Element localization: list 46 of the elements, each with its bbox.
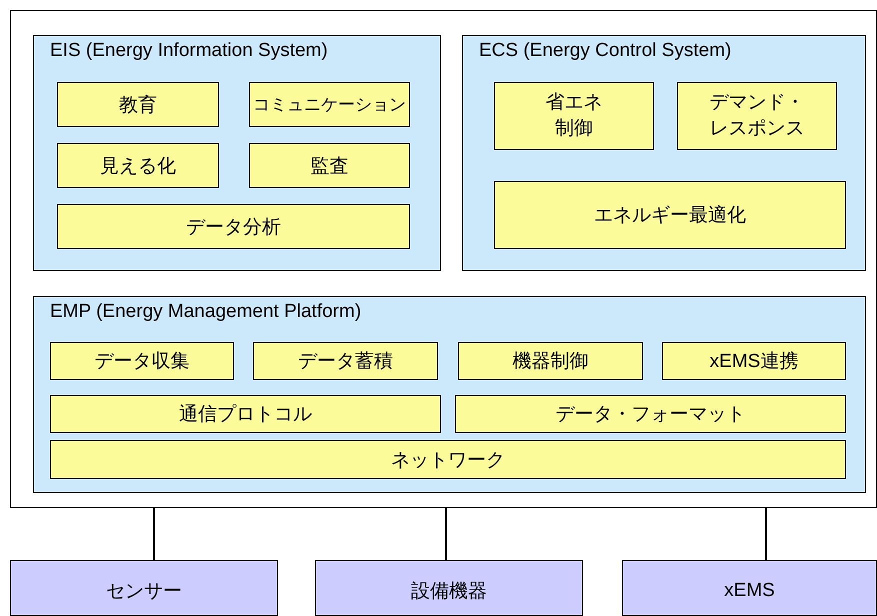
connector-line bbox=[153, 508, 155, 560]
function-box bbox=[249, 82, 410, 127]
box-label: 機器制御 bbox=[512, 350, 590, 374]
function-box bbox=[249, 143, 410, 188]
box-label: 教育 bbox=[118, 94, 158, 118]
device-box bbox=[622, 560, 877, 616]
device-box bbox=[10, 560, 278, 616]
group-heading: EIS (Energy Information System) bbox=[50, 40, 328, 62]
group-panel bbox=[33, 296, 866, 493]
function-box bbox=[455, 395, 846, 433]
function-box bbox=[50, 395, 441, 433]
function-box bbox=[494, 82, 654, 150]
box-label: データ分析 bbox=[185, 216, 282, 240]
function-box bbox=[50, 342, 234, 380]
function-box bbox=[458, 342, 643, 380]
function-box bbox=[57, 204, 410, 249]
function-box bbox=[662, 342, 846, 380]
box-label: 通信プロトコル bbox=[178, 403, 313, 427]
outer-frame bbox=[10, 10, 877, 508]
box-label: データ蓄積 bbox=[297, 350, 394, 374]
group-panel bbox=[33, 35, 441, 271]
group-heading: EMP (Energy Management Platform) bbox=[50, 301, 362, 323]
box-label: 省エネ制御 bbox=[544, 91, 604, 141]
box-label: データ・フォーマット bbox=[554, 403, 746, 427]
function-box bbox=[57, 82, 219, 127]
function-box bbox=[494, 181, 846, 249]
function-box bbox=[677, 82, 837, 150]
box-label: xEMS連携 bbox=[708, 350, 800, 374]
box-label: データ収集 bbox=[94, 350, 190, 374]
box-label: コミュニケーション bbox=[252, 94, 407, 116]
box-label: 見える化 bbox=[99, 154, 177, 178]
connector-line bbox=[765, 508, 767, 560]
connector-line bbox=[445, 508, 447, 560]
box-label: ネットワーク bbox=[390, 448, 506, 472]
function-box bbox=[253, 342, 438, 380]
group-heading: ECS (Energy Control System) bbox=[479, 40, 732, 62]
box-label: デマンド・レスポンス bbox=[708, 91, 806, 141]
device-box bbox=[315, 560, 583, 616]
box-label: xEMS bbox=[723, 579, 776, 603]
box-label: 監査 bbox=[310, 154, 350, 178]
function-box bbox=[50, 440, 846, 479]
function-box bbox=[57, 143, 219, 188]
box-label: センサー bbox=[105, 580, 183, 604]
box-label: 設備機器 bbox=[410, 580, 488, 604]
group-panel bbox=[462, 35, 866, 271]
box-label: エネルギー最適化 bbox=[593, 204, 747, 228]
